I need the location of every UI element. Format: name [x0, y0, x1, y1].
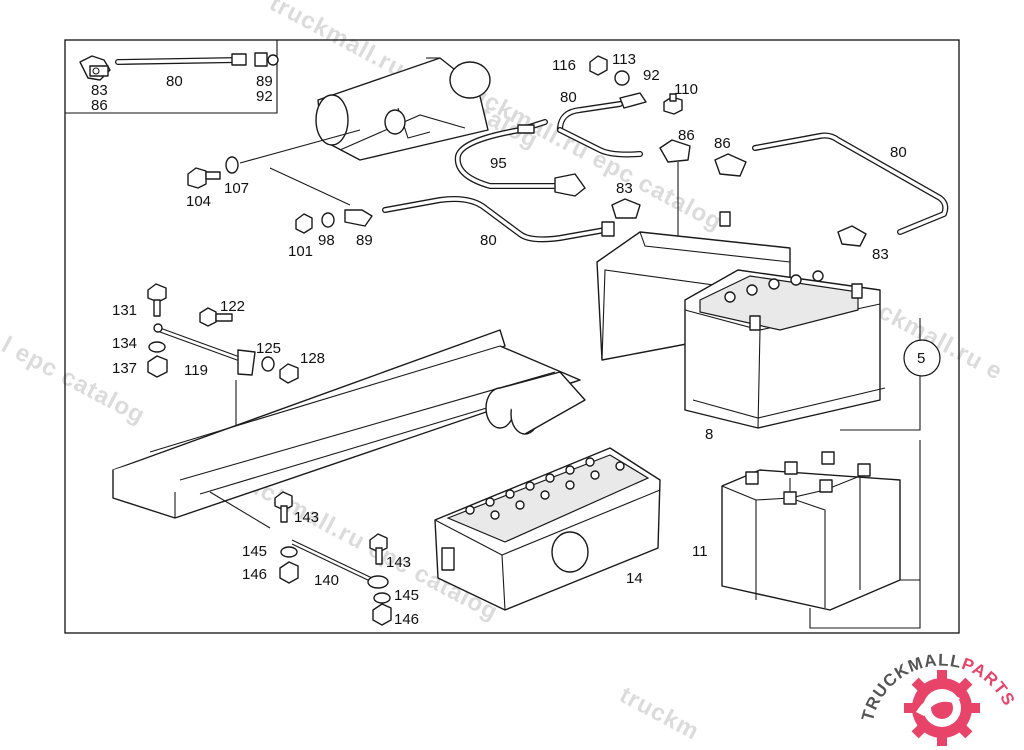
nut-101 [295, 213, 313, 234]
battery-8 [684, 269, 886, 429]
terminal-clamp-86a [659, 139, 691, 163]
bolt-104 [187, 167, 221, 189]
gear-icon [904, 670, 980, 746]
callout-143: 143 [294, 509, 319, 526]
callout-83: 83 [872, 246, 889, 263]
callout-134: 134 [112, 335, 137, 352]
callout-circle-5 [903, 339, 941, 377]
callout-89: 89 [256, 73, 273, 90]
callout-125: 125 [256, 340, 281, 357]
truckmall-parts-logo: TRUCKMALLPARTS [858, 650, 1018, 746]
callout-140: 140 [314, 572, 339, 589]
frame-rails [112, 329, 586, 519]
bolt-143a [274, 491, 293, 523]
callout-116: 116 [552, 57, 576, 74]
terminal-clamp-86b [714, 153, 747, 177]
callout-104: 104 [186, 193, 211, 210]
nut-146b [372, 603, 392, 626]
cable-95 [454, 119, 586, 197]
battery-14 [434, 447, 661, 611]
callout-80: 80 [166, 73, 183, 90]
callout-92: 92 [643, 67, 660, 84]
ground-strap-119 [153, 323, 256, 376]
terminal-clamp-83b [837, 225, 867, 247]
inset-frame [65, 40, 278, 114]
callout-80: 80 [480, 232, 497, 249]
callout-145: 145 [394, 587, 419, 604]
bolt-143b [369, 533, 388, 565]
washer-145a [280, 546, 298, 558]
nut-146a [279, 561, 299, 584]
callout-labels: 83 86 80 89 92 116 113 92 110 80 86 86 8… [91, 51, 925, 628]
washer-134 [148, 341, 166, 353]
electrolyte-bottles-11 [721, 451, 901, 611]
callout-86: 86 [714, 135, 731, 152]
callout-143: 143 [386, 554, 411, 571]
callout-110: 110 [674, 81, 698, 98]
inset-cable [79, 52, 279, 81]
callout-98: 98 [318, 232, 335, 249]
callout-14: 14 [626, 570, 643, 587]
callout-122: 122 [220, 298, 245, 315]
callout-83: 83 [91, 82, 108, 99]
nut-116 [589, 55, 608, 76]
callout-83: 83 [616, 180, 633, 197]
bolt-122 [199, 307, 233, 327]
starter-lead [239, 129, 361, 164]
cable-80-right [752, 132, 949, 235]
callout-113: 113 [612, 51, 636, 68]
callout-128: 128 [300, 350, 325, 367]
callout-5: 5 [917, 350, 925, 367]
callout-146: 146 [394, 611, 419, 628]
washer-98 [321, 212, 335, 228]
washer-113 [614, 70, 630, 86]
nut-137 [147, 355, 168, 378]
bolt-131 [147, 283, 167, 317]
battery-stack-bracket [809, 440, 921, 629]
callout-131: 131 [112, 302, 137, 319]
washer-145b [373, 592, 391, 604]
callout-119: 119 [184, 362, 208, 379]
callout-89: 89 [356, 232, 373, 249]
callout-11: 11 [692, 543, 708, 560]
starter-lead-2 [269, 167, 351, 206]
diagram-frame [64, 39, 960, 634]
bolt-110 [663, 93, 683, 115]
washer-107 [225, 156, 239, 174]
callout-80: 80 [560, 89, 577, 106]
callout-86: 86 [91, 97, 108, 114]
callout-145: 145 [242, 543, 267, 560]
washer-125 [261, 356, 275, 372]
callout-80: 80 [890, 144, 907, 161]
cable-lug-89 [344, 209, 373, 227]
ground-cable-140 [209, 491, 389, 589]
cable-80-lower [382, 196, 615, 243]
watermark-text: truckm [615, 681, 704, 745]
callout-107: 107 [224, 180, 249, 197]
nut-128 [279, 363, 299, 384]
callout-101: 101 [288, 243, 313, 260]
callout-146: 146 [242, 566, 267, 583]
callout-95: 95 [490, 155, 507, 172]
callout-92: 92 [256, 88, 273, 105]
callout-86: 86 [678, 127, 695, 144]
callout-8: 8 [705, 426, 713, 443]
battery-cable-upper [557, 92, 647, 158]
callout-137: 137 [112, 360, 137, 377]
terminal-clamp-83a [611, 198, 641, 219]
